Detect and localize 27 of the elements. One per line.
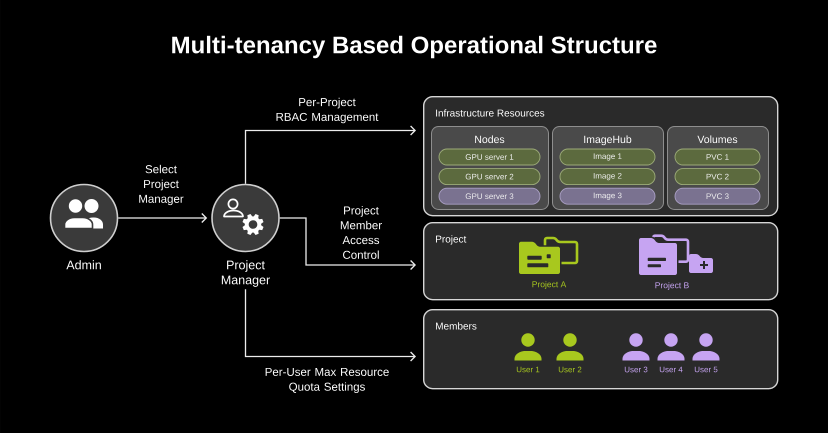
edge-label: Project Member Access Control (331, 205, 391, 260)
resource-pill: Image 2 (560, 168, 656, 186)
resource-pill: Image 1 (560, 148, 656, 166)
resource-pill: Image 3 (560, 188, 656, 205)
node-label: Project Manager (222, 260, 270, 287)
icon-caption: User 4 (660, 366, 683, 372)
edge-label: Per-Project RBAC Management (270, 96, 384, 124)
edge-label: Per-User Max Resource Quota Settings (260, 366, 394, 394)
resource-pill: PVC 1 (674, 148, 760, 166)
resource-pill: PVC 2 (674, 168, 760, 186)
edge-label: Select Project Manager (132, 164, 190, 206)
icon-caption: User 1 (516, 366, 540, 372)
arrow (244, 289, 416, 362)
resource-pill: GPU server 3 (438, 188, 540, 205)
resource-pill: GPU server 1 (438, 148, 540, 166)
arrow (244, 126, 416, 184)
resource-pill: GPU server 2 (438, 168, 540, 186)
icon-caption: User 5 (694, 366, 718, 372)
arrow (280, 217, 416, 270)
icon-caption: User 2 (558, 366, 582, 372)
icon-caption: Project B (655, 282, 689, 290)
resource-pill: PVC 3 (674, 188, 760, 205)
title: Multi-tenancy Based Operational Structure (172, 36, 657, 58)
node-label: Admin (66, 260, 101, 270)
arrow (118, 213, 208, 223)
icon-caption: User 3 (624, 366, 648, 372)
icon-caption: Project A (532, 281, 566, 289)
